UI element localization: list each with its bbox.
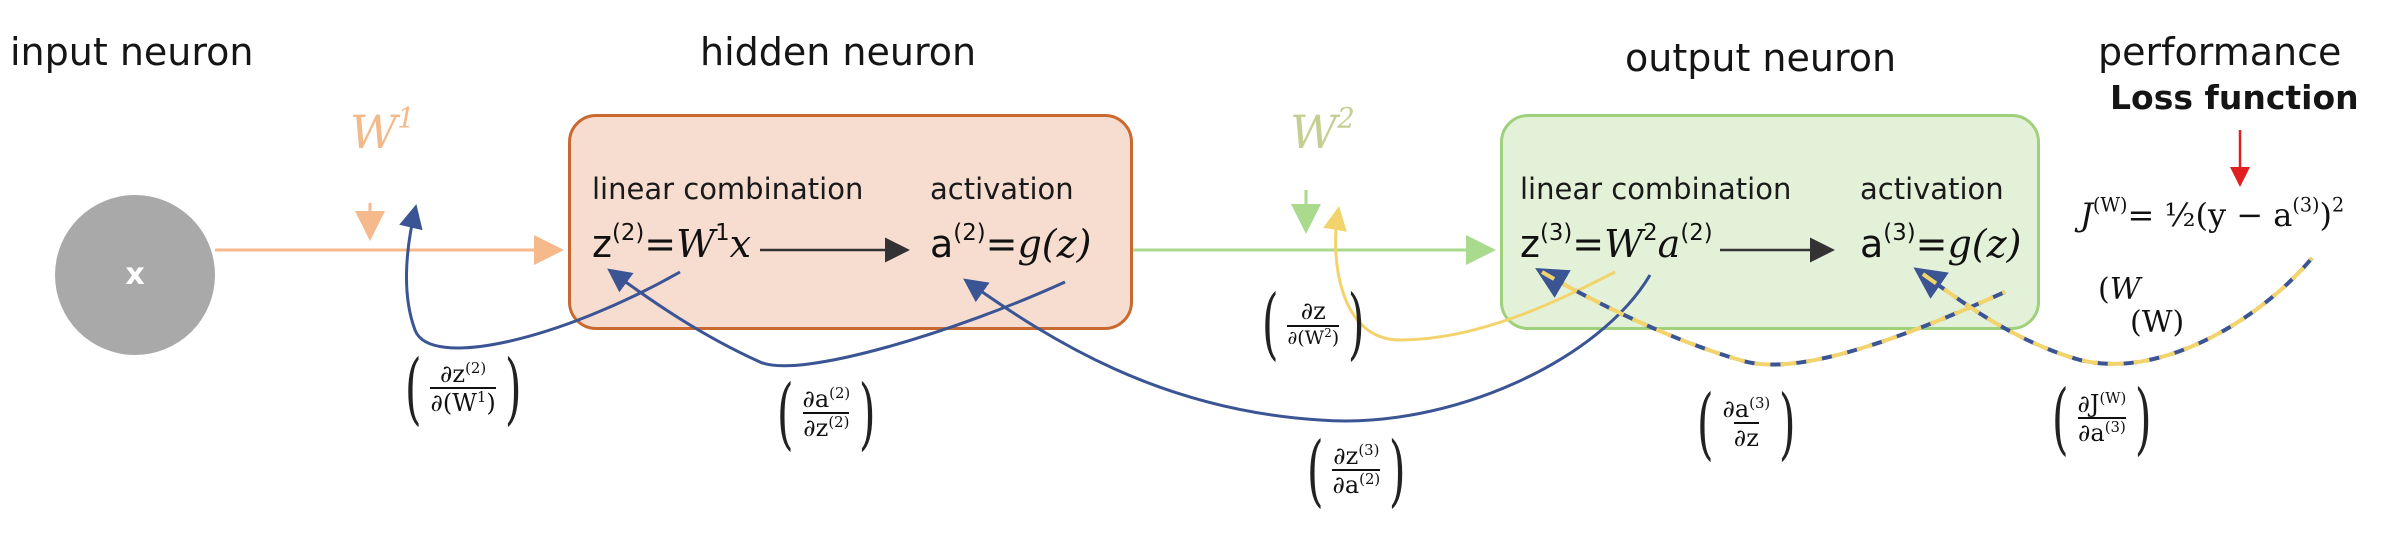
output-linear-combination-label: linear combination — [1520, 172, 1792, 206]
hidden-z-equation: z(2)=W1x — [592, 219, 752, 266]
derivative-da3-dz: ( ∂a(3) ∂z ) — [1696, 379, 1796, 469]
loss-fragment-top: (𝑊 — [2098, 272, 2141, 307]
backprop-dashed-a3-to-z3-yellow — [1540, 270, 2006, 367]
performance-title: performance — [2098, 30, 2342, 74]
backprop-dashed-a3-to-z3 — [1535, 267, 2006, 367]
loss-fragment-bottom: (W) — [2130, 305, 2185, 340]
output-activation-label: activation — [1860, 172, 2004, 206]
input-neuron: x — [55, 195, 215, 355]
backprop-dashed-j-to-a3-yellow — [1918, 256, 2314, 366]
derivative-dz3-da2: ( ∂z(3) ∂a(2) ) — [1306, 426, 1406, 516]
input-neuron-label: x — [125, 257, 145, 292]
hidden-linear-combination-label: linear combination — [592, 172, 864, 206]
derivative-dj-da3: ( ∂J(W) ∂a(3) ) — [2051, 374, 2152, 464]
hidden-a-equation: a(2)=g(z) — [930, 219, 1092, 266]
weight-w1-label: W1 — [350, 101, 415, 159]
hidden-activation-label: activation — [930, 172, 1074, 206]
backprop-curve-a2-to-z2 — [607, 268, 1066, 368]
loss-function-equation: J(W)= ½(y − a(3))2 — [2080, 193, 2345, 234]
output-z-equation: z(3)=W2a(2) — [1520, 219, 1713, 266]
derivative-dz-dw2: ( ∂z ∂(W2) ) — [1261, 279, 1365, 369]
backprop-curve-z3-to-a2 — [963, 274, 1652, 423]
backprop-curve-z2-to-w1 — [399, 204, 681, 350]
hidden-neuron-title: hidden neuron — [700, 30, 977, 74]
output-a-equation: a(3)=g(z) — [1860, 219, 2022, 266]
derivative-dz2-dw1: ( ∂z(2) ∂(W1) ) — [404, 344, 522, 434]
input-neuron-title: input neuron — [10, 30, 254, 74]
backprop-yellow-z3-to-w2 — [1323, 206, 1616, 342]
weight-w2-label: W2 — [1290, 101, 1355, 159]
derivative-da2-dz2: ( ∂a(2) ∂z(2) ) — [776, 369, 876, 459]
loss-function-title: Loss function — [2110, 78, 2359, 117]
output-neuron-title: output neuron — [1625, 36, 1897, 80]
